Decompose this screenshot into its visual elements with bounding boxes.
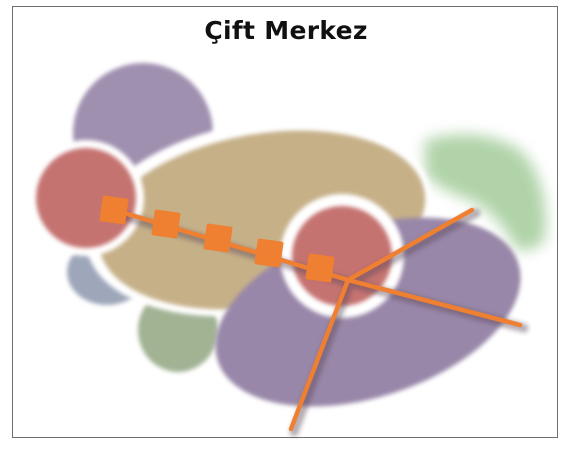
square-marker-4 bbox=[254, 238, 284, 268]
square-marker-3 bbox=[203, 223, 233, 253]
connector-line-right bbox=[345, 277, 523, 328]
red-circle-right bbox=[292, 206, 392, 306]
red-circle-left bbox=[36, 148, 136, 248]
square-markers bbox=[99, 195, 335, 283]
page-title: Çift Merkez bbox=[204, 16, 368, 45]
connector-line-upper-right bbox=[345, 207, 475, 283]
square-marker-5 bbox=[305, 253, 335, 283]
green-blob bbox=[425, 134, 546, 251]
square-marker-2 bbox=[151, 209, 181, 239]
square-marker-1 bbox=[99, 195, 129, 225]
connector-line-down bbox=[288, 277, 351, 432]
